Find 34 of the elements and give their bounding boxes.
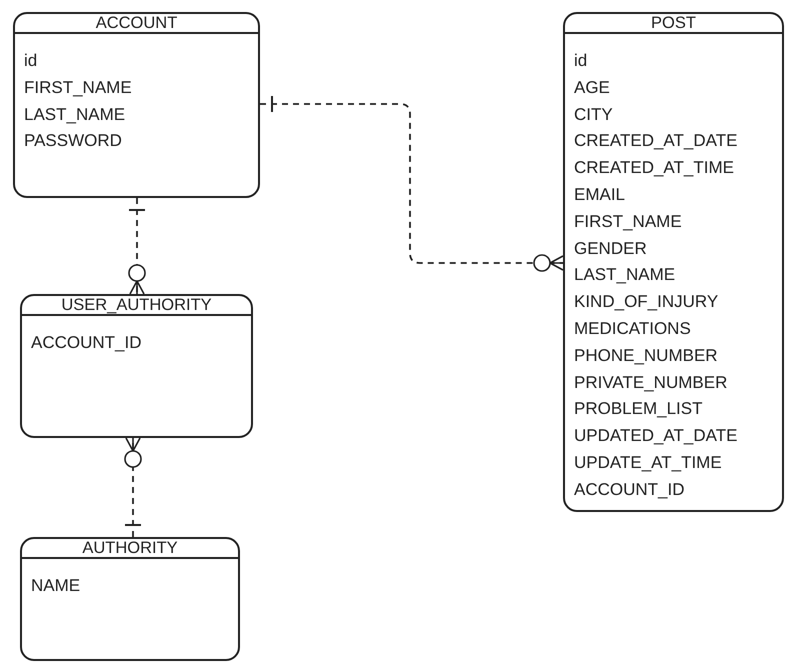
column-name: LAST_NAME [24, 104, 126, 126]
column-name: PRIVATE_NUMBER [574, 372, 728, 394]
column-name: EMAIL [574, 184, 626, 206]
column-name: id [574, 50, 588, 72]
column-name: MEDICATIONS [574, 318, 691, 340]
column-name: AGE [574, 76, 610, 99]
column-name: GENDER [574, 238, 647, 260]
column-name: UPDATE_AT_TIME [574, 452, 722, 474]
column-name: ACCOUNT_ID [574, 478, 685, 501]
column-name: PROBLEM_LIST [574, 398, 702, 420]
column-name: NAME [31, 575, 80, 597]
column-name: CREATED_AT_DATE [574, 130, 738, 152]
table-header: ACCOUNT [15, 14, 258, 34]
column-name: PHONE_NUMBER [574, 344, 718, 367]
column-name: id [24, 50, 38, 72]
column-name: FIRST_NAME [24, 76, 132, 99]
relationship-line [260, 95, 564, 272]
relationship-line [124, 437, 142, 537]
column-name: UPDATED_AT_DATE [574, 425, 738, 448]
entity-table [20, 294, 253, 438]
column-name: PASSWORD [24, 130, 122, 152]
table-header: USER_AUTHORITY [22, 296, 251, 316]
entity-table [563, 12, 784, 512]
column-name: LAST_NAME [574, 264, 676, 286]
column-name: FIRST_NAME [574, 210, 682, 233]
entity-table [13, 12, 260, 198]
column-name: KIND_OF_INJURY [574, 291, 718, 314]
table-header: POST [565, 14, 782, 34]
column-name: CREATED_AT_TIME [574, 157, 734, 180]
entity-table [20, 537, 240, 661]
table-header: AUTHORITY [22, 539, 238, 559]
column-name: CITY [574, 104, 613, 126]
column-name: ACCOUNT_ID [31, 332, 142, 354]
relationship-line [128, 198, 146, 295]
